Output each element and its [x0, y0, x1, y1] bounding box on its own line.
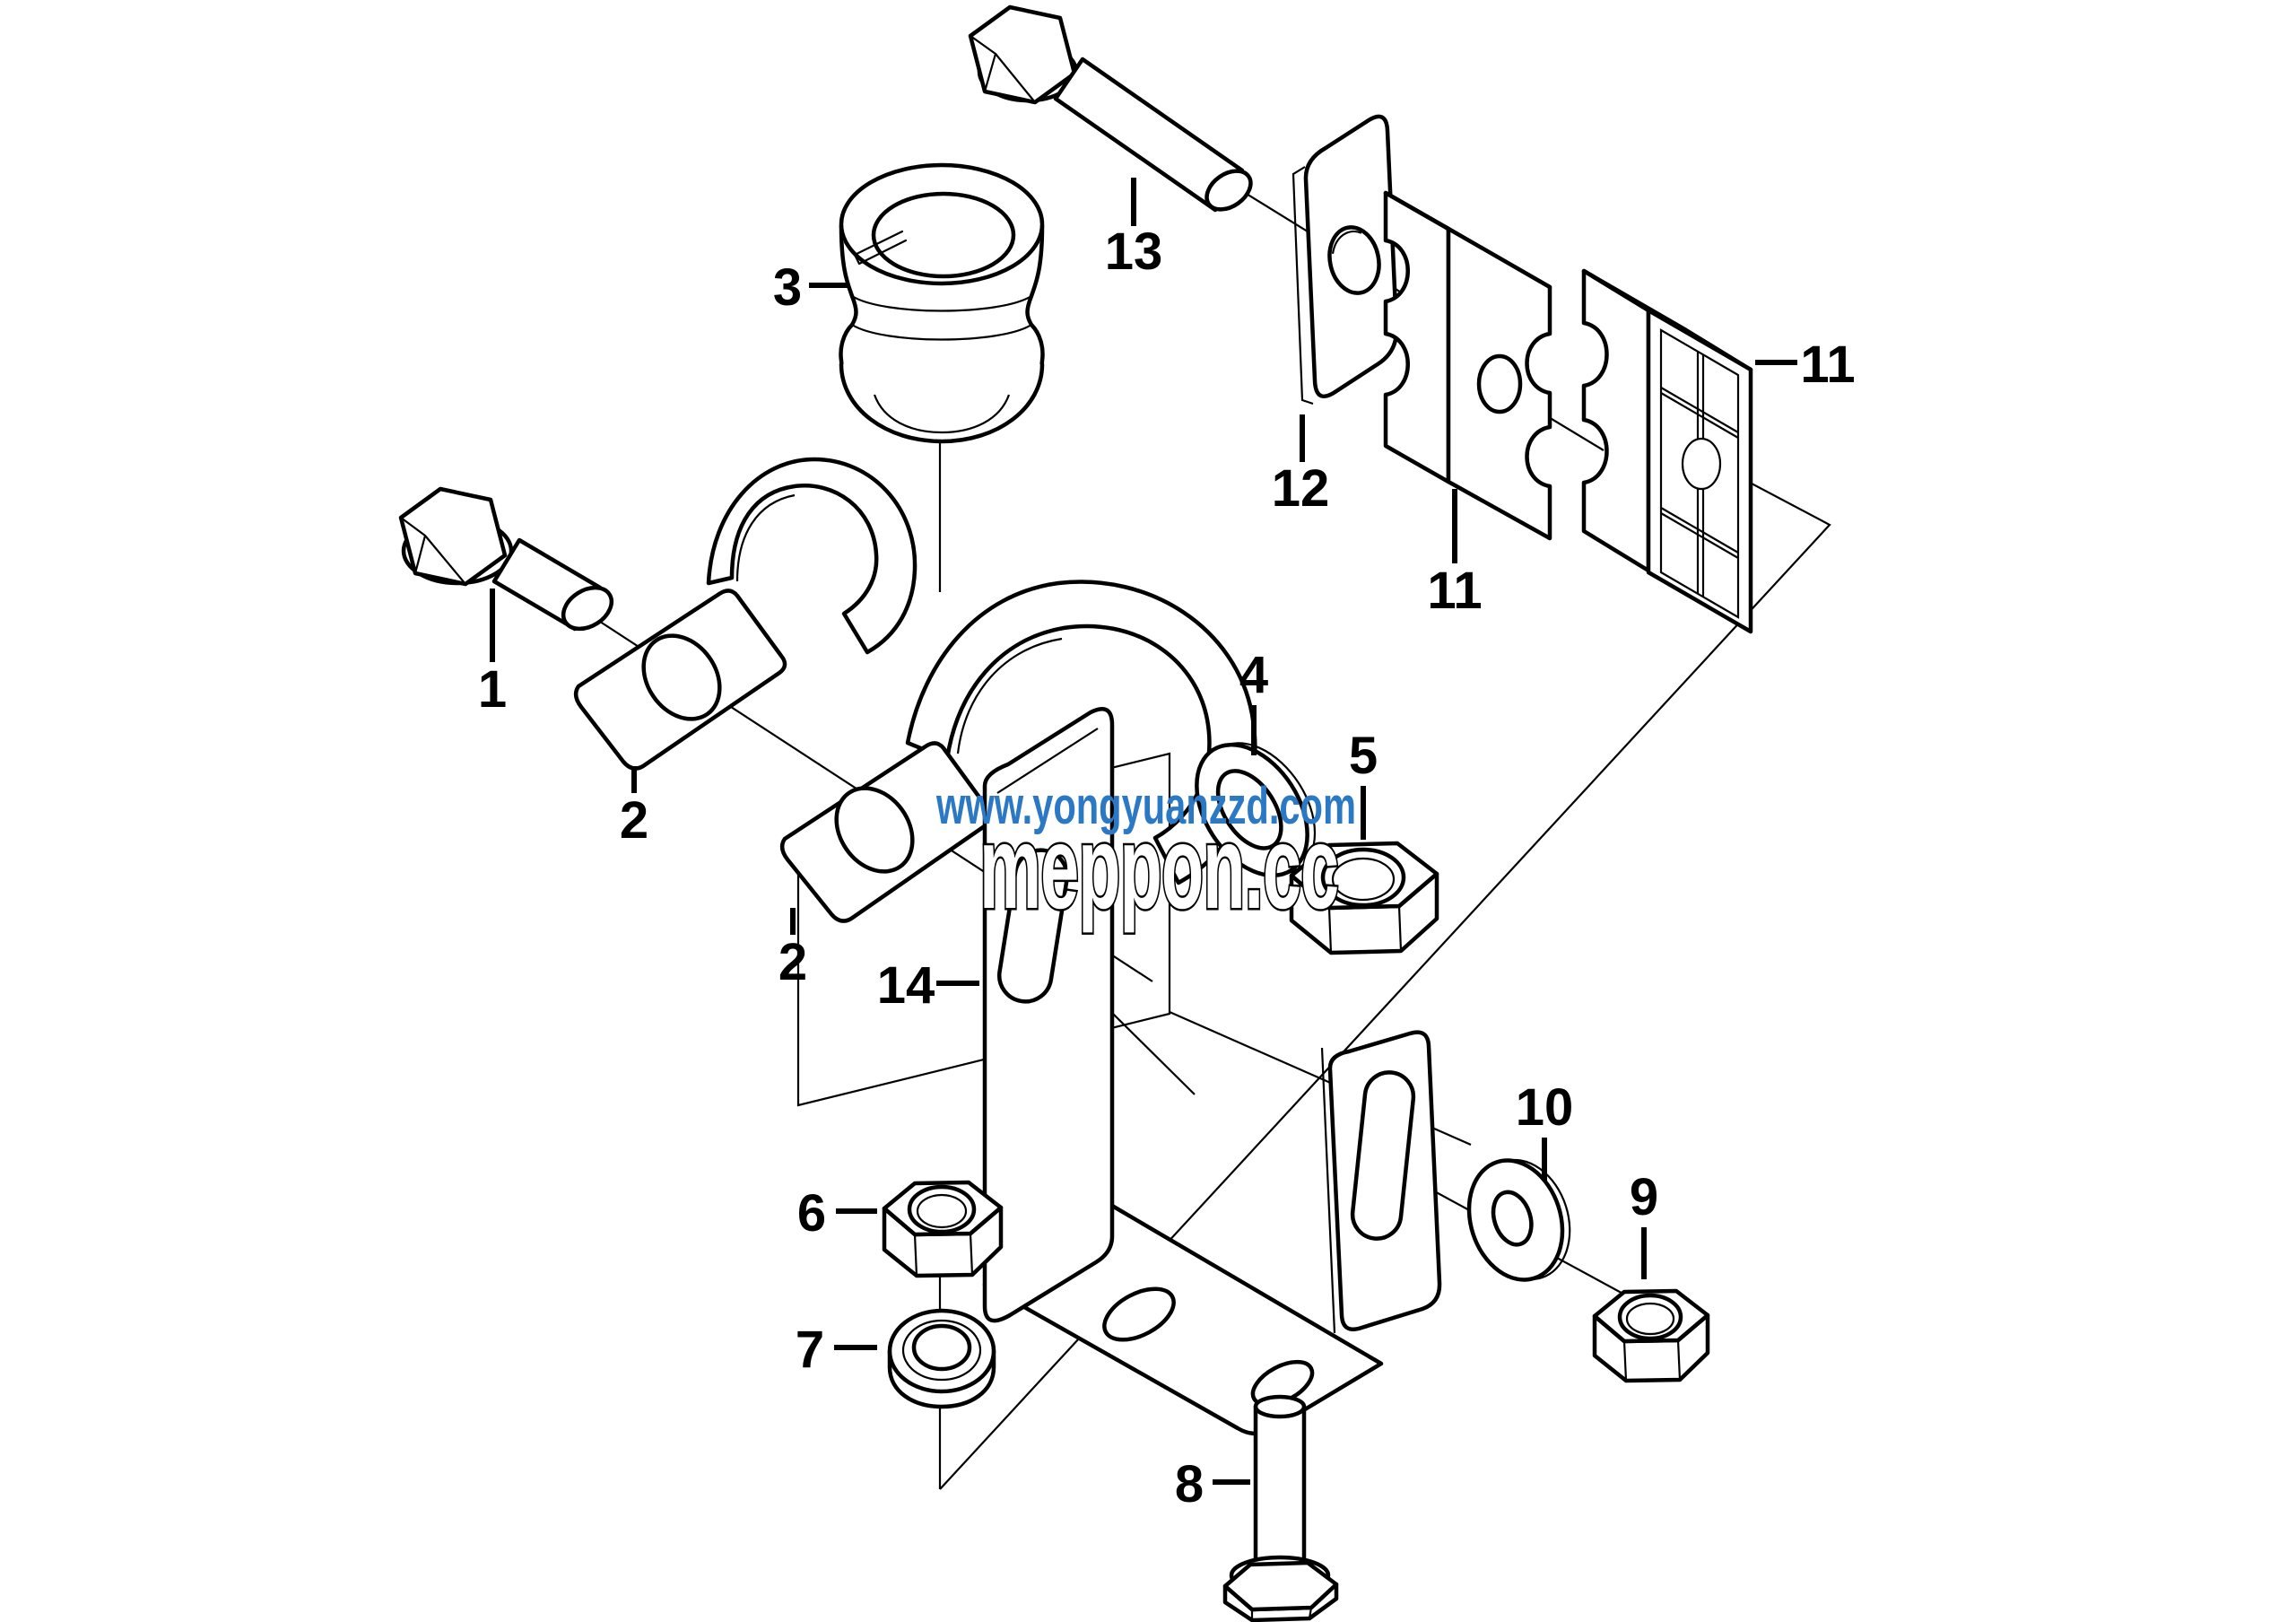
part-label-8: 8 [1175, 1455, 1204, 1513]
part-14-mounting-bracket [982, 707, 1442, 1436]
callout-part-10: 10 [1516, 1078, 1574, 1181]
part-3-rubber-bushing [839, 162, 1045, 444]
callout-part-4: 4 [1239, 646, 1268, 755]
part-4-washer [1195, 742, 1317, 878]
part-2-clamp-upper [573, 457, 918, 771]
callout-part-2-lower: 2 [778, 908, 807, 991]
part-12-backing-plate [1292, 114, 1399, 406]
callout-part-12: 12 [1272, 414, 1330, 518]
part-label-5: 5 [1349, 727, 1378, 785]
part-label-13: 13 [1105, 222, 1163, 281]
part-2-clamp-lower [779, 580, 1257, 923]
callout-part-11-right: 11 [1755, 336, 1856, 394]
part-label-4: 4 [1239, 646, 1268, 704]
part-label-2b: 2 [778, 933, 807, 991]
callouts: 1 2 2 3 4 5 6 7 [478, 178, 1856, 1513]
part-label-3: 3 [773, 258, 802, 317]
part-label-2a: 2 [620, 791, 648, 850]
part-5-hex-nut [1289, 841, 1439, 955]
part-label-6: 6 [797, 1184, 826, 1243]
part-label-14: 14 [877, 956, 935, 1015]
part-label-12: 12 [1272, 459, 1330, 518]
watermark-url-text: www.yongyuanzzd.com [935, 777, 1356, 835]
part-7-flat-washer [887, 1308, 996, 1409]
callout-part-11-left: 11 [1427, 489, 1483, 620]
callout-part-7: 7 [796, 1321, 877, 1379]
part-8-hex-bolt [1222, 1394, 1339, 1622]
callout-part-3: 3 [773, 258, 848, 317]
part-6-hex-nut [882, 1180, 1004, 1278]
watermarks: meppon.cc www.yongyuanzzd.com [935, 777, 1356, 936]
part-label-9: 9 [1630, 1168, 1658, 1226]
callout-part-6: 6 [797, 1184, 877, 1243]
part-10-flat-washer [1466, 1158, 1571, 1282]
part-label-10: 10 [1516, 1078, 1574, 1137]
callout-part-9: 9 [1630, 1168, 1658, 1279]
callout-part-13: 13 [1105, 178, 1163, 281]
part-9-hex-nut [1592, 1288, 1710, 1383]
part-1-hex-bolt [398, 486, 614, 632]
callout-part-5: 5 [1349, 727, 1378, 840]
part-13-long-hex-bolt [968, 4, 1253, 213]
part-11-rubber-block-right [1581, 268, 1753, 634]
callout-part-2-upper: 2 [620, 766, 648, 850]
part-label-11b: 11 [1800, 336, 1855, 394]
part-11-rubber-block-left [1383, 190, 1552, 541]
callout-part-1: 1 [478, 589, 507, 719]
watermark-overlay-text: meppon.cc [979, 801, 1338, 933]
callout-part-8: 8 [1175, 1455, 1250, 1513]
callout-part-14: 14 [877, 956, 979, 1015]
part-label-7: 7 [796, 1321, 824, 1379]
part-label-11a: 11 [1427, 562, 1482, 620]
part-label-1: 1 [478, 660, 507, 719]
